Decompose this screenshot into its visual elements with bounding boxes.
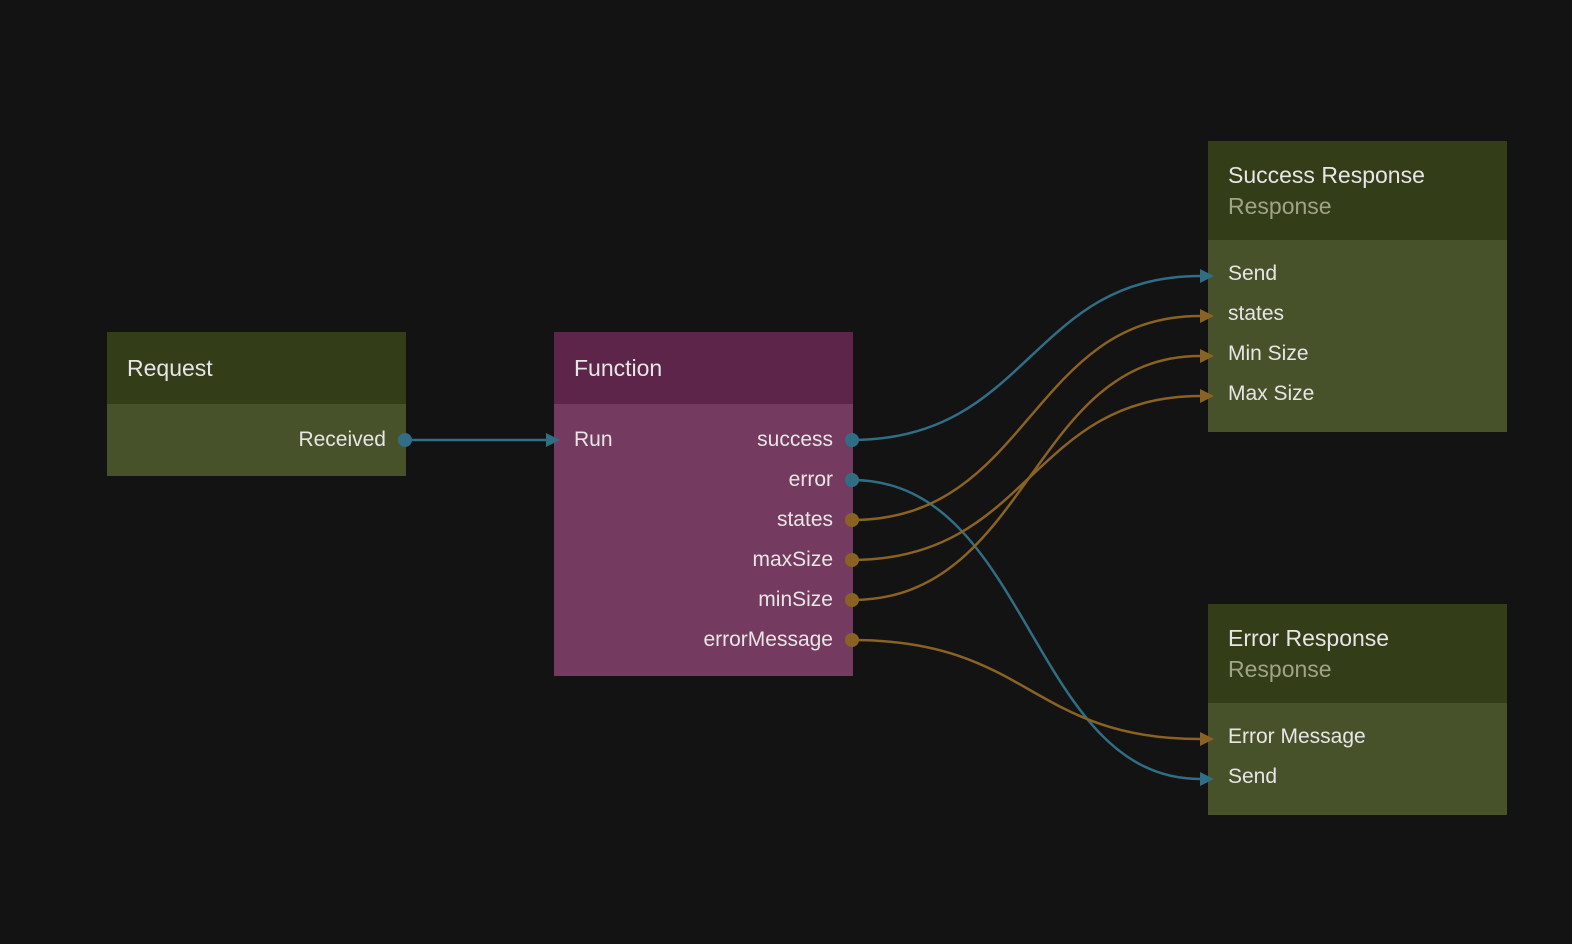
wire-function-states-to-success_response-states[interactable] — [851, 314, 1201, 522]
port-label-errormessage: errorMessage — [703, 628, 833, 651]
port-label-minsize: minSize — [758, 588, 833, 611]
function-node-title: Function — [574, 354, 663, 381]
port-row-min-size: Min Size — [1208, 334, 1507, 374]
port-label-run: Run — [574, 428, 613, 451]
success-response-node-body: Send states Min Size Max Size — [1208, 240, 1507, 432]
port-row-max-size: Max Size — [1208, 374, 1507, 414]
port-row-send: Send — [1208, 254, 1507, 294]
error-response-node-title: Error Response — [1228, 624, 1390, 651]
success-response-node-title: Success Response — [1228, 161, 1425, 188]
success-response-node-subtitle: Response — [1228, 192, 1332, 219]
request-node-header[interactable]: Request — [107, 332, 406, 404]
port-row-error: error — [554, 460, 853, 500]
port-row-send: Send — [1208, 757, 1507, 797]
error-response-node-subtitle: Response — [1228, 655, 1332, 682]
port-label-error-message: Error Message — [1228, 725, 1366, 748]
port-label-received: Received — [298, 428, 386, 451]
wire-function-maxSize-to-success_response-max_size[interactable] — [851, 394, 1201, 562]
port-label-states: states — [1228, 302, 1285, 325]
success-response-node-header[interactable]: Success Response Response — [1208, 141, 1507, 240]
port-row-error-message: Error Message — [1208, 717, 1507, 757]
port-row-states: states — [554, 500, 853, 540]
port-row-errormessage: errorMessage — [554, 620, 853, 660]
error-response-node-header[interactable]: Error Response Response — [1208, 604, 1507, 703]
wire-function-error-to-error_response-send[interactable] — [851, 478, 1201, 781]
port-label-max-size: Max Size — [1228, 382, 1315, 405]
error-response-node[interactable]: Error Response Response Error Message Se… — [1208, 604, 1507, 815]
port-row-states: states — [1208, 294, 1507, 334]
request-node-body: Received — [107, 404, 406, 476]
port-label-send: Send — [1228, 262, 1278, 285]
port-row-run-success: Run success — [554, 420, 853, 460]
success-response-node[interactable]: Success Response Response Send states Mi… — [1208, 141, 1507, 432]
request-node-title: Request — [127, 354, 213, 381]
function-node[interactable]: Function Run success error states maxSiz… — [554, 332, 853, 676]
wire-function-minSize-to-success_response-min_size[interactable] — [851, 354, 1201, 602]
request-node[interactable]: Request Received — [107, 332, 406, 476]
port-label-maxsize: maxSize — [752, 548, 833, 571]
function-node-body: Run success error states maxSize minSize… — [554, 404, 853, 676]
function-node-header[interactable]: Function — [554, 332, 853, 404]
port-label-send: Send — [1228, 765, 1278, 788]
port-label-states: states — [776, 508, 833, 531]
port-row-minsize: minSize — [554, 580, 853, 620]
port-label-min-size: Min Size — [1228, 342, 1309, 365]
wire-function-success-to-success_response-send[interactable] — [851, 274, 1201, 442]
port-row-maxsize: maxSize — [554, 540, 853, 580]
port-label-error: error — [788, 468, 833, 491]
error-response-node-body: Error Message Send — [1208, 703, 1507, 815]
port-row-received: Received — [107, 420, 406, 460]
wire-function-errorMessage-to-error_response-error_message[interactable] — [851, 638, 1201, 741]
port-label-success: success — [757, 428, 833, 451]
